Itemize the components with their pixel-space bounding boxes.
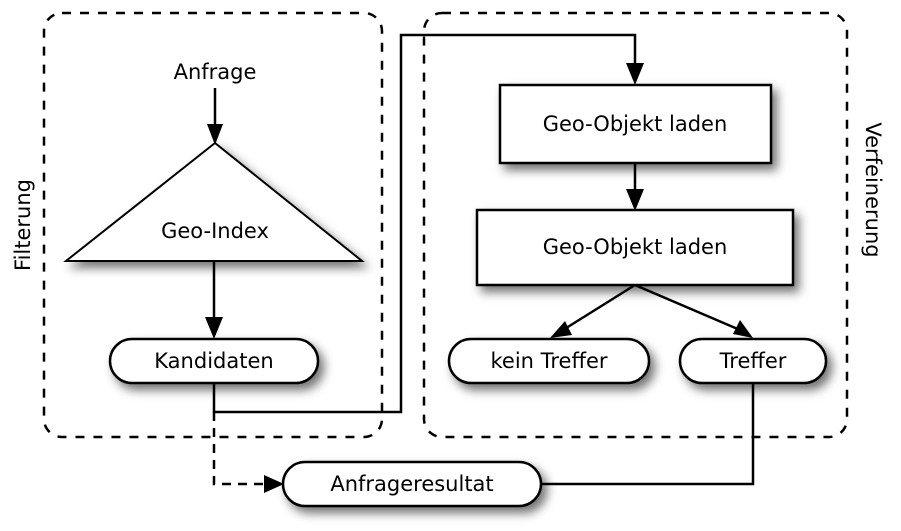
edge-kandidaten-to-anfrageresultat-arrowhead	[264, 475, 284, 493]
edge-geo-objekt-laden-2-to-treffer-arrowhead	[733, 320, 753, 338]
node-kein-treffer[interactable]: kein Treffer	[447, 337, 651, 385]
edge-geo-index-to-kandidaten-arrowhead	[205, 317, 223, 339]
node-geo-index[interactable]: Geo-Index	[63, 141, 365, 262]
edge-geo-objekt-laden-2-to-treffer-line	[634, 283, 741, 332]
edge-kandidaten-to-geo-objekt-laden-1-arrowhead	[626, 63, 644, 85]
group-verfeinerung-border	[422, 11, 849, 439]
node-kandidaten-shape[interactable]	[108, 337, 320, 385]
node-geo-objekt-laden-1[interactable]: Geo-Objekt laden	[498, 83, 773, 165]
edge-anfrage-to-geo-index-arrowhead	[207, 124, 223, 145]
group-filterung-border	[42, 11, 384, 439]
node-geo-objekt-laden-1-shape[interactable]	[498, 83, 773, 165]
edge-treffer-to-anfrageresultat	[540, 383, 755, 486]
edge-treffer-to-anfrageresultat-path	[540, 383, 755, 486]
node-anfrageresultat[interactable]: Anfrageresultat	[281, 460, 543, 508]
node-kein-treffer-shape[interactable]	[447, 337, 651, 385]
edge-kandidaten-to-anfrageresultat-path	[212, 412, 268, 486]
node-geo-objekt-laden-2[interactable]: Geo-Objekt laden	[475, 208, 795, 287]
group-filterung: Filterung	[11, 11, 384, 439]
edge-geo-objekt-laden-1-to-2	[626, 163, 644, 211]
edge-geo-objekt-laden-2-to-kein-treffer	[550, 283, 636, 338]
node-geo-objekt-laden-2-shape[interactable]	[475, 208, 795, 287]
edge-geo-objekt-laden-2-to-kein-treffer-line	[562, 283, 636, 332]
edge-geo-objekt-laden-1-to-2-arrowhead	[626, 189, 644, 211]
node-treffer[interactable]: Treffer	[678, 337, 828, 385]
node-anfrageresultat-shape[interactable]	[281, 460, 543, 508]
node-geo-index-shape[interactable]	[63, 141, 365, 262]
edge-anfrage-to-geo-index	[207, 88, 223, 145]
node-anfrage: Anfrage	[174, 60, 257, 84]
group-filterung-label: Filterung	[11, 179, 35, 271]
edge-kandidaten-to-geo-objekt-laden-1-path	[212, 33, 637, 414]
edge-geo-index-to-kandidaten	[205, 260, 223, 339]
node-anfrage-label: Anfrage	[174, 60, 257, 84]
edge-kandidaten-to-geo-objekt-laden-1	[212, 33, 644, 414]
node-treffer-shape[interactable]	[678, 337, 828, 385]
node-kandidaten[interactable]: Kandidaten	[108, 337, 320, 385]
edge-geo-objekt-laden-2-to-kein-treffer-arrowhead	[550, 321, 572, 338]
group-verfeinerung: Verfeinerung	[422, 11, 885, 439]
group-verfeinerung-label: Verfeinerung	[861, 122, 885, 257]
edge-geo-objekt-laden-2-to-treffer	[634, 283, 753, 338]
edge-kandidaten-to-anfrageresultat	[212, 412, 284, 493]
